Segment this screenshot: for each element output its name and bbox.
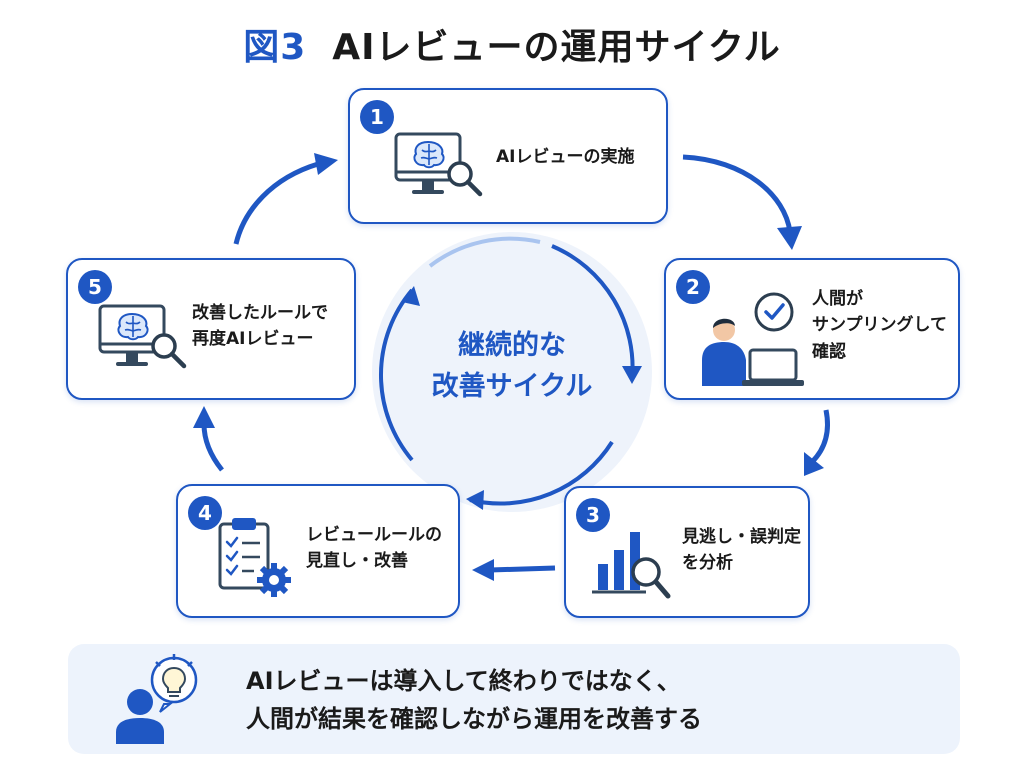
step-3-card: 3 見逃し・誤判定 を分析 [564, 486, 810, 618]
arrow-step1-to-step2-head [777, 226, 802, 250]
cycle-arc-right-head [622, 366, 642, 384]
step-1-label: AIレビューの実施 [496, 147, 635, 167]
cycle-arc-left-head [402, 286, 420, 306]
figure-number: 図3 [243, 27, 307, 68]
bar-chart-search-icon [592, 532, 671, 599]
monitor-brain-search-icon [394, 132, 483, 197]
step-2-number-badge: 2 [676, 270, 710, 304]
arrow-step3-to-step4 [489, 565, 556, 573]
summary-text: AIレビューは導入して終わりではなく、 人間が結果を確認しながら運用を改善する [246, 667, 702, 734]
monitor-brain-search-icon [98, 304, 187, 369]
arrow-step2-to-step3 [810, 409, 830, 464]
arrow-step1-to-step2 [682, 154, 793, 233]
arrow-step2-to-step3-head [804, 452, 824, 476]
summary-note: AIレビューは導入して終わりではなく、 人間が結果を確認しながら運用を改善する [68, 644, 960, 754]
step-5-label: 改善したルールで 再度AIレビュー [192, 303, 328, 350]
step-5-number-badge: 5 [78, 270, 112, 304]
cycle-arc-left [378, 288, 414, 462]
person-lightbulb-icon [116, 654, 198, 744]
clipboard-gear-icon [218, 518, 291, 597]
center-circle-fill [372, 232, 652, 512]
step-4-number-badge: 4 [188, 496, 222, 530]
cycle-arc-top-light [428, 236, 541, 268]
step-2-card: 2 人間が サンプリングして 確認 [664, 258, 960, 400]
arrow-step4-to-step5-head [193, 406, 215, 428]
center-label: 継続的な 改善サイクル [431, 330, 593, 402]
step-1-number-badge: 1 [360, 100, 394, 134]
person-laptop-check-icon [702, 292, 804, 386]
step-3-number-badge: 3 [576, 498, 610, 532]
arrow-step3-to-step4-head [472, 559, 494, 581]
cycle-arc-bottom [469, 440, 614, 506]
step-4-label: レビュールールの 見直し・改善 [306, 525, 442, 572]
arrow-step5-to-step1 [233, 161, 319, 245]
step-2-label: 人間が サンプリングして 確認 [812, 289, 947, 362]
title-text: AIレビューの運用サイクル [332, 27, 781, 68]
diagram-title: 図3 AIレビューの運用サイクル [0, 18, 1024, 70]
step-1-card: 1 AIレビューの実施 [348, 88, 668, 224]
step-4-card: 4 レビュールールの 見直し・改善 [176, 484, 460, 618]
cycle-arc-bottom-head [466, 490, 484, 510]
arrow-step5-to-step1-head [314, 153, 338, 175]
step-5-card: 5 改善したルールで 再度AIレビュー [66, 258, 356, 400]
step-3-label: 見逃し・誤判定 を分析 [682, 527, 801, 574]
cycle-arc-right [551, 244, 635, 381]
arrow-step4-to-step5 [201, 423, 224, 472]
